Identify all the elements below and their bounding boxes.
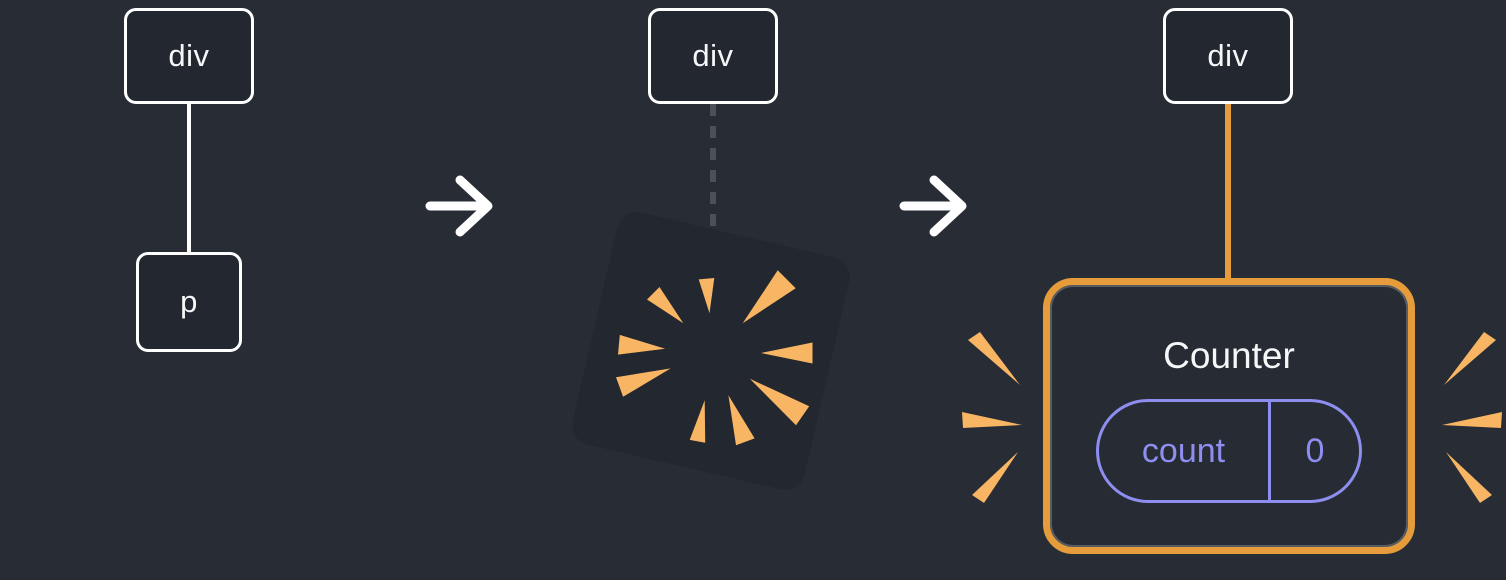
element-tag-label: div: [168, 38, 210, 73]
sparks-left-icon: [962, 332, 1022, 503]
counter-component-card: Counter count 0: [1043, 278, 1415, 554]
element-tag-label: p: [180, 284, 198, 319]
state-value: 0: [1305, 431, 1325, 470]
element-tag-label: div: [692, 38, 734, 73]
parent-child-connector: [187, 104, 191, 252]
component-title: Counter: [1163, 335, 1295, 376]
element-node-div: div: [648, 8, 778, 104]
state-label: count: [1141, 431, 1226, 470]
sparks-right-icon: [1442, 332, 1502, 503]
state-pill-divider: [1268, 402, 1271, 500]
arrow-right-icon: [899, 175, 967, 237]
removed-connector: [710, 104, 716, 242]
poof-burst-icon: [616, 270, 813, 446]
element-node-div: div: [124, 8, 254, 104]
element-node-p: p: [136, 252, 242, 352]
highlight-connector: [1225, 104, 1231, 280]
element-tag-label: div: [1207, 38, 1249, 73]
element-node-div: div: [1163, 8, 1293, 104]
state-pill: count 0: [1096, 399, 1362, 503]
arrow-right-icon: [425, 175, 493, 237]
